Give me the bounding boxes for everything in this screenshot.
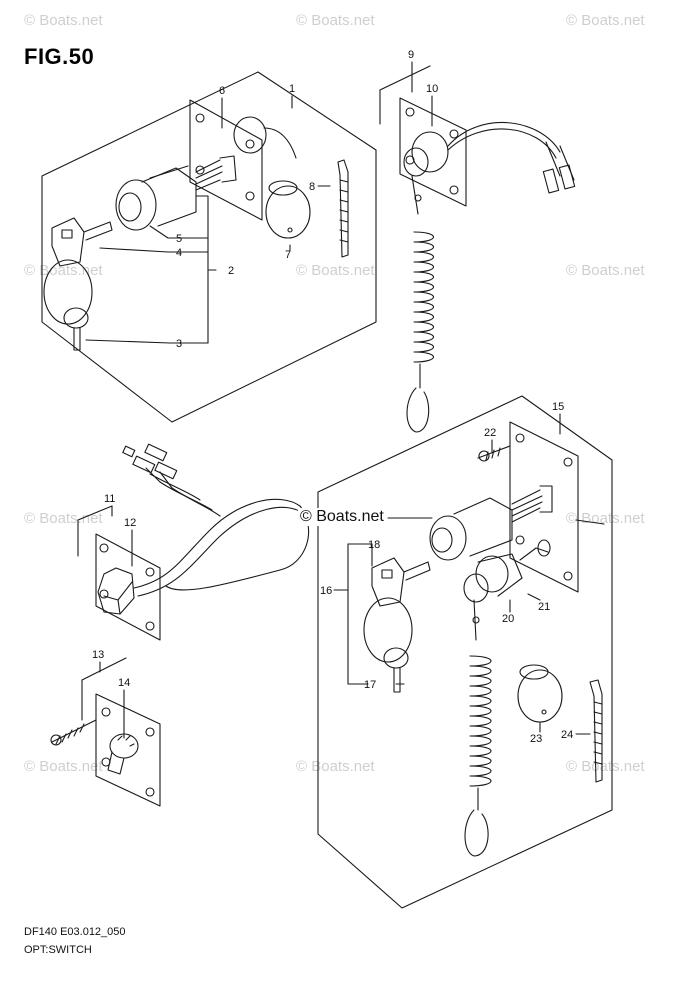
mount-plate-10 xyxy=(399,97,467,207)
mount-plate-14 xyxy=(95,693,161,807)
callout-18: 18 xyxy=(368,539,380,551)
callout-14: 14 xyxy=(118,677,130,689)
watermark: © Boats.net xyxy=(566,510,645,527)
kit-outline-15 xyxy=(317,395,613,909)
cable-tie-24 xyxy=(589,679,603,783)
callout-7: 7 xyxy=(285,249,291,261)
watermark: © Boats.net xyxy=(296,262,375,279)
stop-switch-bracket-9 xyxy=(379,65,431,91)
watermark: © Boats.net xyxy=(24,510,103,527)
mount-plate-6 xyxy=(189,99,263,221)
callout-17: 17 xyxy=(364,679,376,691)
watermark: © Boats.net xyxy=(566,758,645,775)
mount-plate-15 xyxy=(509,421,579,593)
switch-cap-7 xyxy=(265,185,311,239)
watermark: © Boats.net xyxy=(24,12,103,29)
ignition-key xyxy=(371,557,405,607)
callout-6: 6 xyxy=(219,85,225,97)
cable-tie-8 xyxy=(337,159,349,258)
watermark: © Boats.net xyxy=(24,758,103,775)
callout-11: 11 xyxy=(104,493,115,505)
callout-21: 21 xyxy=(538,601,550,613)
lanyard-coil xyxy=(469,655,492,787)
callout-9: 9 xyxy=(408,49,414,61)
callout-24: 24 xyxy=(561,729,573,741)
watermark: © Boats.net xyxy=(296,12,375,29)
callout-3: 3 xyxy=(176,338,182,350)
callout-13: 13 xyxy=(92,649,104,661)
callout-22: 22 xyxy=(484,427,496,439)
figure-caption: OPT:SWITCH xyxy=(24,944,92,956)
callout-2: 2 xyxy=(228,265,234,277)
callout-20: 20 xyxy=(502,613,514,625)
callout-16: 16 xyxy=(320,585,332,597)
figure-title: FIG.50 xyxy=(24,44,95,69)
kit-outline-1 xyxy=(41,71,377,423)
lanyard-coil xyxy=(413,231,435,363)
callout-8: 8 xyxy=(309,181,315,193)
mount-plate-12 xyxy=(95,533,161,641)
watermark: © Boats.net xyxy=(566,12,645,29)
key-switch xyxy=(115,179,157,231)
callout-15: 15 xyxy=(552,401,564,413)
callout-12: 12 xyxy=(124,517,136,529)
watermark: © Boats.net xyxy=(566,262,645,279)
callout-1: 1 xyxy=(289,83,295,95)
bracket-13 xyxy=(81,657,127,681)
callout-4: 4 xyxy=(176,247,182,259)
watermark-center: © Boats.net xyxy=(298,508,386,526)
watermark: © Boats.net xyxy=(296,758,375,775)
figure-code: DF140 E03.012_050 xyxy=(24,926,126,938)
bracket-11 xyxy=(77,505,113,521)
ignition-key xyxy=(51,217,85,267)
callout-5: 5 xyxy=(176,233,182,245)
callout-10: 10 xyxy=(426,83,438,95)
key-switch xyxy=(429,515,467,561)
callout-23: 23 xyxy=(530,733,542,745)
